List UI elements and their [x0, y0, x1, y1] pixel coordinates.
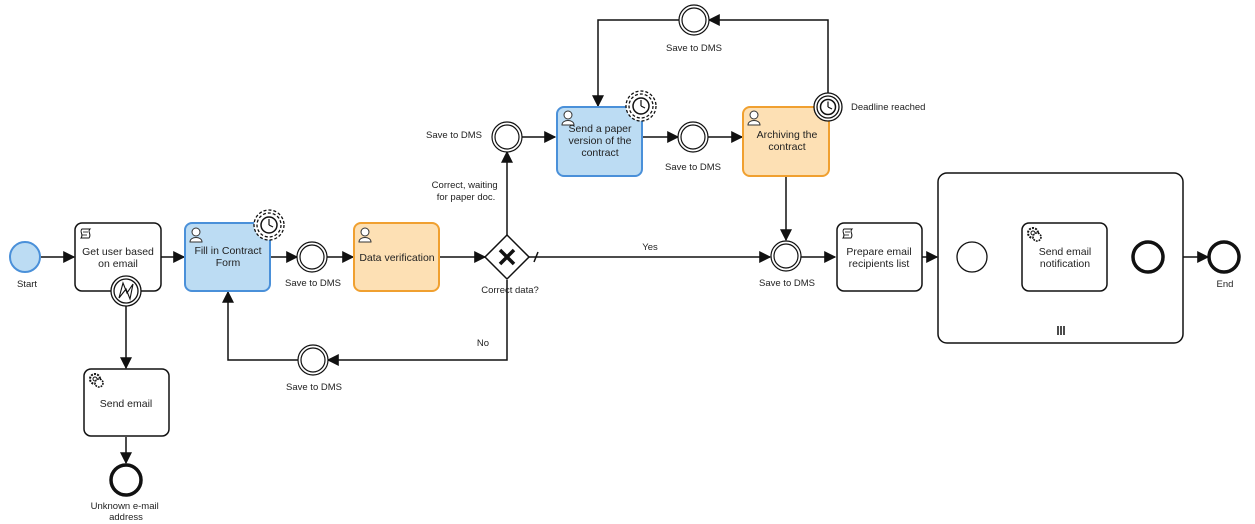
gear-icon: [89, 373, 104, 388]
script-icon: [842, 228, 854, 239]
unknown-email-end-event[interactable]: Unknown e-mail address: [91, 463, 162, 523]
sequence-flows: [41, 13, 1210, 465]
task-send-notification-box: [1021, 222, 1108, 292]
start-event[interactable]: Start: [9, 241, 41, 290]
user-icon: [561, 110, 575, 126]
flow-save-sendpaper-top[interactable]: [592, 19, 679, 108]
save-to-dms-event[interactable]: Save to DMS: [759, 240, 815, 289]
gateway-waiting-line-2: for paper doc.: [437, 192, 496, 203]
user-icon: [189, 227, 203, 243]
task-prepare-recipients-box: [836, 222, 923, 292]
unknown-email-end-circle: [109, 463, 143, 497]
save-to-dms-label: Save to DMS: [426, 130, 482, 141]
task-data-verification[interactable]: Data verification: [353, 222, 440, 292]
start-event-label: Start: [17, 279, 37, 290]
flow-deadline-save[interactable]: [707, 13, 829, 93]
task-data-verification-box: [353, 222, 440, 292]
save-to-dms-event[interactable]: Save to DMS: [285, 241, 341, 289]
task-send-email-label: Send email: [100, 398, 153, 410]
subprocess-start-event[interactable]: [956, 241, 988, 273]
unknown-email-line-2: address: [109, 512, 143, 523]
unknown-email-line-1: Unknown e-mail: [91, 501, 159, 512]
user-icon: [358, 227, 372, 243]
gateway-no-label: No: [477, 338, 489, 349]
save-to-dms-label: Save to DMS: [759, 278, 815, 289]
end-event[interactable]: End: [1207, 240, 1241, 290]
save-to-dms-label: Save to DMS: [665, 162, 721, 173]
subprocess-end-event[interactable]: [1131, 240, 1165, 274]
task-send-paper-box: [556, 106, 643, 177]
gateway-yes-label: Yes: [642, 242, 658, 253]
error-bolt-icon[interactable]: [110, 275, 142, 307]
user-icon: [747, 110, 761, 126]
save-to-dms-label: Save to DMS: [666, 43, 722, 54]
clock-icon[interactable]: [813, 92, 843, 122]
flow-gateway-no[interactable]: [326, 280, 508, 366]
end-event-circle: [1207, 240, 1241, 274]
start-event-circle: [9, 241, 41, 273]
save-to-dms-label: Save to DMS: [286, 382, 342, 393]
save-to-dms-event[interactable]: Save to DMS: [286, 344, 342, 393]
save-to-dms-event[interactable]: Save to DMS: [665, 121, 721, 173]
task-fill-form-box: [184, 222, 271, 292]
deadline-reached-label: Deadline reached: [851, 102, 925, 113]
save-to-dms-event[interactable]: Save to DMS: [426, 121, 523, 153]
task-data-verification-label: Data verification: [359, 252, 434, 264]
clock-icon[interactable]: [253, 209, 285, 241]
task-send-email[interactable]: Send email: [83, 368, 170, 437]
gateway-waiting-label: Correct, waiting for paper doc.: [432, 180, 501, 203]
clock-icon[interactable]: [625, 90, 657, 122]
gear-icon: [1027, 227, 1042, 242]
exclusive-gateway[interactable]: Correct data?: [481, 233, 539, 296]
save-to-dms-event[interactable]: Save to DMS: [666, 4, 722, 54]
script-icon: [80, 228, 92, 239]
default-flow-marker: [533, 251, 539, 263]
save-to-dms-label: Save to DMS: [285, 278, 341, 289]
task-archiving-box: [742, 106, 830, 177]
gateway-waiting-line-1: Correct, waiting: [432, 180, 498, 191]
task-send-email-box: [83, 368, 170, 437]
end-event-label: End: [1217, 279, 1234, 290]
unknown-email-label: Unknown e-mail address: [91, 501, 162, 523]
exclusive-gateway-x-icon: [498, 248, 516, 266]
gateway-label: Correct data?: [481, 285, 539, 296]
parallel-multi-instance-icon: [1057, 326, 1065, 335]
flow-save-back-fillform[interactable]: [222, 290, 298, 361]
